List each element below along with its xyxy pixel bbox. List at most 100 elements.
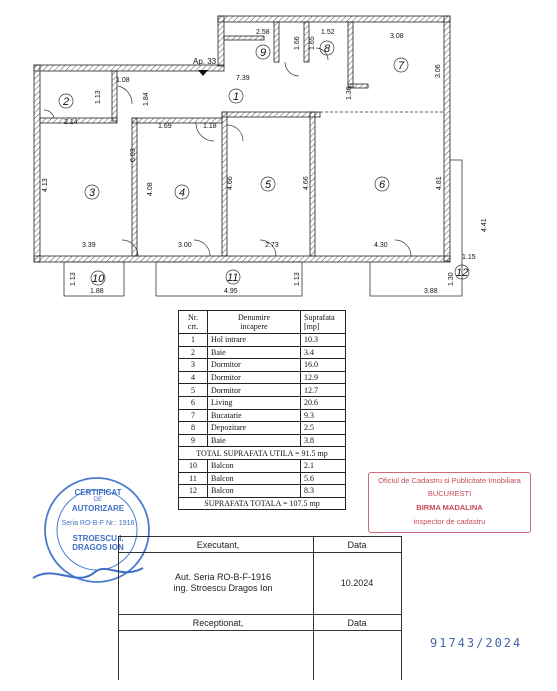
dimension-label: 3.00 [178, 242, 192, 249]
wall [347, 83, 369, 89]
dimension-label: 7.39 [236, 75, 250, 82]
dimension-label: 3.39 [82, 242, 96, 249]
signature [32, 567, 144, 579]
wall [309, 111, 316, 257]
wall [33, 255, 451, 263]
wall [303, 21, 310, 63]
door-swing [284, 61, 300, 77]
registration-number: 91743/2024 [430, 636, 523, 650]
wall [131, 117, 138, 257]
seal-series: Seria RO-B-F Nr.: 1916 [61, 520, 135, 527]
seal-name-2: DRAGOS ION [72, 543, 124, 552]
balcony-12-outline [369, 159, 463, 297]
dimension-label: 2.73 [265, 242, 279, 249]
dimension-label: 4.41 [481, 218, 488, 232]
room-number-1: 1 [233, 91, 239, 103]
data-label: Data [347, 540, 367, 550]
wall [223, 35, 265, 41]
dimension-label: 1.88 [90, 288, 104, 295]
dimension-label: 1.66 [294, 36, 301, 50]
door-swing [259, 239, 277, 257]
dimension-label: 1.36 [346, 86, 353, 100]
dimension-label: 1.13 [294, 272, 301, 286]
dimension-label: 4.95 [224, 288, 238, 295]
apartment-label: Ap. 33 [193, 57, 217, 66]
dimension-label: 3.06 [435, 64, 442, 78]
room-number-11: 11 [227, 272, 238, 284]
executant-date: 10.2024 [340, 578, 374, 588]
stamp-line-2: BUCURESTI [427, 489, 472, 498]
header-nr: Nr.crt. [178, 310, 208, 334]
executant-box: Executant, Data Aut. Seria RO-B-F-1916 i… [118, 536, 402, 680]
data-label-2: Data [347, 618, 367, 628]
wall [273, 21, 280, 63]
balcony-11-outline [155, 261, 303, 297]
room-number-3: 3 [89, 187, 96, 199]
wall [347, 21, 354, 88]
room-number-10: 10 [92, 273, 105, 285]
dimension-label: 4.66 [303, 176, 310, 190]
dimension-label: 1.69 [158, 123, 172, 130]
cadastre-office-stamp: Oficiul de Cadastru si Publicitate Imobi… [368, 472, 531, 533]
room-number-2: 2 [62, 96, 69, 108]
wall [39, 117, 118, 124]
balcony-10-outline [63, 261, 125, 297]
door-swing [193, 239, 211, 257]
room-number-4: 4 [179, 187, 185, 199]
stamp-line-4: inspector de cadastru [413, 517, 486, 526]
seal-title-1: CERTIFICAT [74, 488, 122, 497]
stamp-line-1: Oficiul de Cadastru si Publicitate Imobi… [378, 476, 521, 485]
wall [33, 64, 41, 263]
dimension-label: 1.65 [309, 36, 316, 50]
entrance-arrow-icon [198, 70, 208, 76]
wall [217, 15, 451, 23]
total-usable-row: TOTAL SUPRAFATA UTILA = 91.5 mp [178, 446, 346, 460]
door-swing [394, 239, 412, 257]
header-area: Suprafata[mp] [300, 310, 346, 334]
room-number-9: 9 [260, 47, 266, 59]
dimension-label: 4.81 [436, 176, 443, 190]
room-number-7: 7 [398, 60, 405, 72]
dimension-label: 1.08 [116, 77, 130, 84]
door-swing [315, 47, 329, 61]
dimension-label: 1.84 [143, 92, 150, 106]
receptionat-label: Receptionat, [192, 618, 244, 628]
door-swing [195, 122, 215, 142]
executant-authorization: Aut. Seria RO-B-F-1916 [174, 572, 272, 582]
wall [221, 111, 321, 118]
dimension-label: 1.18 [203, 123, 217, 130]
dimension-label: 4.66 [227, 176, 234, 190]
door-swing [43, 109, 55, 119]
seal-title-2: DE [93, 497, 103, 503]
wall [217, 15, 225, 67]
dimension-label: 4.30 [374, 242, 388, 249]
room-number-8: 8 [324, 43, 331, 55]
stamp-line-3: BIRMA MADALINA [416, 503, 483, 512]
seal-ring [32, 477, 150, 583]
room-number-6: 6 [379, 179, 386, 191]
dimension-label: 1.52 [321, 29, 335, 36]
dimension-label: 2.14 [64, 119, 78, 126]
room-number-5: 5 [265, 179, 272, 191]
wall [443, 15, 451, 262]
door-swing [117, 85, 133, 105]
dimension-label: 1.13 [95, 90, 102, 104]
executant-label: Executant, [196, 540, 240, 550]
room-number-12: 12 [456, 267, 468, 279]
door-swing [121, 239, 139, 257]
dimension-label: 4.08 [147, 182, 154, 196]
dimension-label: 1.13 [70, 272, 77, 286]
